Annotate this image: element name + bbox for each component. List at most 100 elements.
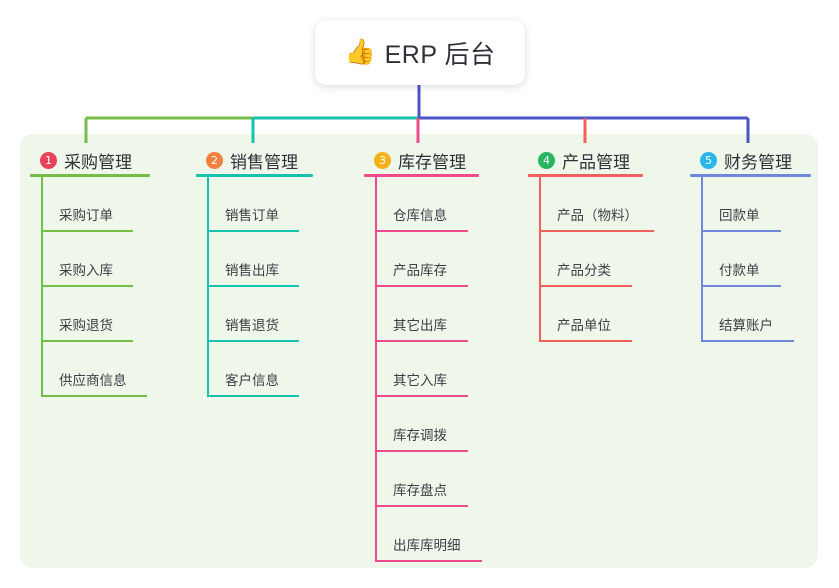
branch-title-sales: 销售管理 (230, 152, 298, 172)
branch-badge-purchase: 1 (40, 151, 57, 169)
branch-item[interactable]: 仓库信息 (364, 177, 479, 232)
root-node-title: ERP 后台 (384, 40, 496, 69)
branch-column-stock[interactable]: 3 库存管理仓库信息产品库存其它出库其它入库库存调拨库存盘点出库库明细 (364, 148, 482, 562)
branch-item-label: 付款单 (719, 263, 760, 278)
branch-item-rule (375, 505, 468, 507)
branch-item-label: 销售订单 (225, 208, 279, 223)
branch-item-rule (375, 340, 468, 342)
branch-badge-stock: 3 (374, 151, 391, 169)
branch-item[interactable]: 库存调拨 (364, 397, 479, 452)
branch-item-list-purchase: 采购订单采购入库采购退货供应商信息 (30, 177, 150, 397)
branch-title-product: 产品管理 (562, 152, 630, 172)
branch-rule-finance (690, 174, 811, 177)
branch-rule-product (528, 174, 643, 177)
branch-item-label: 销售出库 (225, 263, 279, 278)
branch-item-label: 产品分类 (557, 263, 611, 278)
branch-spine-stock (375, 177, 377, 562)
branch-item-label: 其它出库 (393, 318, 447, 333)
branch-item[interactable]: 库存盘点 (364, 452, 479, 507)
branch-item-rule (375, 395, 468, 397)
branch-item-rule (701, 340, 794, 342)
branch-item-label: 客户信息 (225, 373, 279, 388)
branch-item[interactable]: 采购入库 (30, 232, 150, 287)
branch-item-label: 库存调拨 (393, 428, 447, 443)
branch-item[interactable]: 客户信息 (196, 342, 313, 397)
branch-item-rule (41, 230, 133, 232)
branch-item-label: 出库库明细 (393, 538, 461, 553)
branch-item-rule (701, 230, 781, 232)
branch-column-finance[interactable]: 5 财务管理回款单付款单结算账户 (690, 148, 811, 342)
branch-item[interactable]: 采购退货 (30, 287, 150, 342)
branch-header-finance[interactable]: 5 财务管理 (690, 148, 811, 172)
branch-item-label: 仓库信息 (393, 208, 447, 223)
branch-header-product[interactable]: 4 产品管理 (528, 148, 643, 172)
branch-item-label: 其它入库 (393, 373, 447, 388)
branch-item[interactable]: 销售退货 (196, 287, 313, 342)
branch-rule-purchase (30, 174, 150, 177)
branch-item-list-stock: 仓库信息产品库存其它出库其它入库库存调拨库存盘点出库库明细 (364, 177, 482, 562)
branch-item[interactable]: 供应商信息 (30, 342, 150, 397)
branch-item-label: 采购入库 (59, 263, 113, 278)
thumbs-up-icon: 👍 (344, 38, 376, 66)
branch-item[interactable]: 其它入库 (364, 342, 479, 397)
branch-item-rule (375, 450, 468, 452)
branch-item-label: 采购订单 (59, 208, 113, 223)
branch-spine-purchase (41, 177, 43, 397)
branch-badge-product: 4 (538, 151, 555, 169)
branch-item-label: 产品（物料） (557, 208, 638, 223)
branch-item-list-finance: 回款单付款单结算账户 (690, 177, 811, 342)
branch-item[interactable]: 采购订单 (30, 177, 150, 232)
root-node-card[interactable]: 👍 ERP 后台 (315, 20, 525, 85)
branch-item-label: 供应商信息 (59, 373, 127, 388)
branch-title-purchase: 采购管理 (64, 152, 132, 172)
branch-title-stock: 库存管理 (398, 152, 466, 172)
branch-item-rule (41, 340, 133, 342)
branch-item-rule (207, 340, 299, 342)
branch-column-sales[interactable]: 2 销售管理销售订单销售出库销售退货客户信息 (196, 148, 313, 397)
branch-item-rule (375, 230, 468, 232)
branch-badge-finance: 5 (700, 151, 717, 169)
branch-item-rule (375, 285, 468, 287)
branch-spine-finance (701, 177, 703, 342)
branch-header-stock[interactable]: 3 库存管理 (364, 148, 479, 172)
branch-item-rule (539, 340, 632, 342)
branch-header-sales[interactable]: 2 销售管理 (196, 148, 313, 172)
branch-spine-sales (207, 177, 209, 397)
branch-item-label: 回款单 (719, 208, 760, 223)
branch-item-rule (539, 285, 632, 287)
branch-item-list-sales: 销售订单销售出库销售退货客户信息 (196, 177, 313, 397)
branch-item-rule (207, 285, 299, 287)
branch-item-label: 产品库存 (393, 263, 447, 278)
branch-item[interactable]: 回款单 (690, 177, 811, 232)
branch-header-purchase[interactable]: 1 采购管理 (30, 148, 150, 172)
branch-item[interactable]: 产品单位 (528, 287, 643, 342)
branch-item-list-product: 产品（物料） 产品分类产品单位 (528, 177, 654, 342)
branch-item-label: 采购退货 (59, 318, 113, 333)
branch-panel-background (20, 134, 818, 568)
branch-item[interactable]: 产品库存 (364, 232, 479, 287)
branch-item-rule (375, 560, 482, 562)
branch-item-rule (41, 395, 147, 397)
branch-item-rule (539, 230, 654, 232)
branch-title-finance: 财务管理 (724, 152, 792, 172)
branch-item[interactable]: 出库库明细 (364, 507, 482, 562)
branch-column-product[interactable]: 4 产品管理产品（物料） 产品分类产品单位 (528, 148, 654, 342)
branch-rule-stock (364, 174, 479, 177)
branch-item-rule (207, 230, 299, 232)
root-node-content: 👍 ERP 后台 (344, 35, 495, 71)
branch-rule-sales (196, 174, 313, 177)
branch-item[interactable]: 结算账户 (690, 287, 811, 342)
branch-item-label: 库存盘点 (393, 483, 447, 498)
branch-item[interactable]: 付款单 (690, 232, 811, 287)
branch-item-rule (207, 395, 299, 397)
branch-item[interactable]: 其它出库 (364, 287, 479, 342)
branch-item-label: 销售退货 (225, 318, 279, 333)
branch-badge-sales: 2 (206, 151, 223, 169)
branch-item-label: 产品单位 (557, 318, 611, 333)
branch-column-purchase[interactable]: 1 采购管理采购订单采购入库采购退货供应商信息 (30, 148, 150, 397)
branch-item[interactable]: 产品分类 (528, 232, 643, 287)
branch-item[interactable]: 销售出库 (196, 232, 313, 287)
branch-item[interactable]: 产品（物料） (528, 177, 654, 232)
branch-item-rule (701, 285, 781, 287)
branch-item[interactable]: 销售订单 (196, 177, 313, 232)
